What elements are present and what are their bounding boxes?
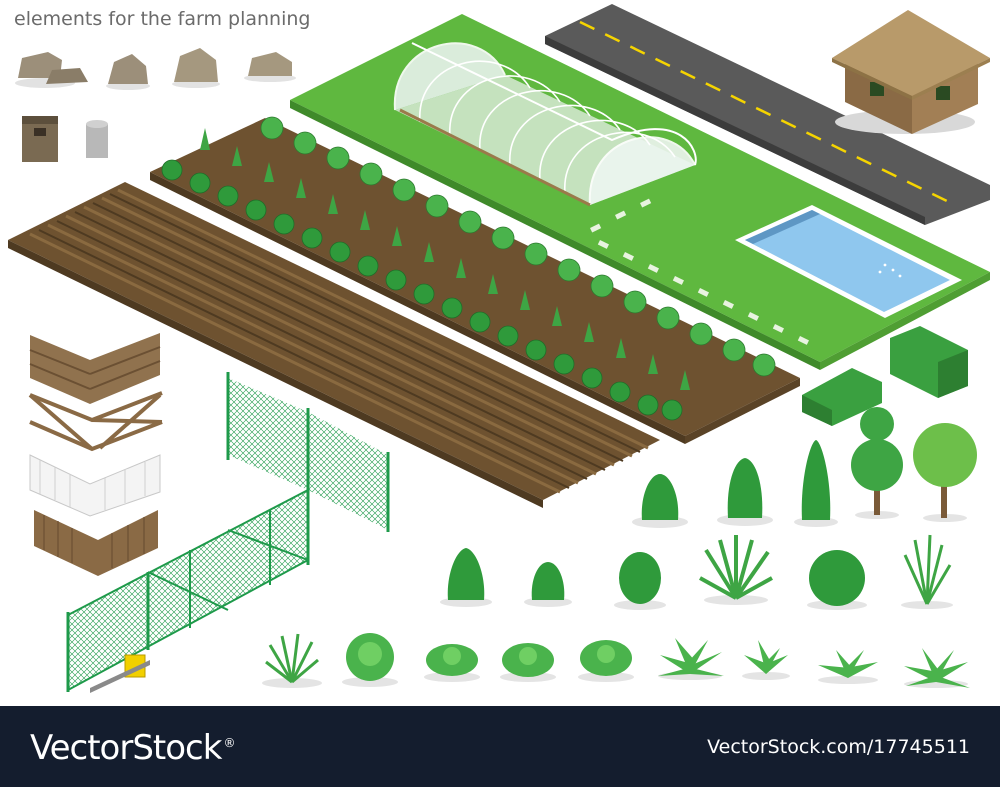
image-url[interactable]: VectorStock.com/17745511 (707, 736, 970, 758)
bush-1 (440, 548, 492, 607)
bush-2 (524, 562, 572, 607)
cross-rail-fence (28, 391, 163, 452)
cabbage-2 (424, 644, 480, 682)
round-bush (807, 550, 867, 610)
logo-text: VectorStock (30, 728, 222, 768)
footer-bar: VectorStock® VectorStock.com/17745511 (0, 706, 1000, 787)
greenhouse (393, 42, 697, 207)
topiary-tree (851, 407, 903, 519)
vectorstock-logo[interactable]: VectorStock® (30, 728, 235, 768)
aloe-3 (818, 650, 878, 684)
cypress (794, 440, 838, 527)
round-bush (614, 552, 666, 610)
white-picket-fence (29, 454, 161, 517)
round-shrub (632, 474, 688, 528)
cone-shrub (717, 458, 773, 526)
green-mesh-fence-with-sliding-gate (66, 372, 390, 693)
cabbage-3 (500, 643, 556, 682)
registered-mark: ® (223, 735, 235, 750)
rocks (15, 48, 296, 90)
page-title: elements for the farm planning (14, 8, 311, 30)
flowering-grass (262, 633, 322, 688)
leafy-tree (913, 423, 977, 522)
garden-bed (150, 116, 800, 444)
scene (8, 4, 990, 693)
aloe-1 (658, 638, 724, 680)
tall-grass (901, 534, 953, 609)
cabbage-4 (578, 640, 634, 682)
hedge-small (802, 368, 882, 426)
swimming-pool (735, 205, 962, 318)
metal-trash-can (86, 120, 108, 158)
brown-picket-fence (34, 510, 158, 576)
cabbage-1 (342, 633, 398, 687)
wooden-rail-fence (29, 333, 161, 404)
wooden-trash-bin (22, 116, 58, 162)
hedge-large (890, 326, 968, 398)
plowed-field (8, 182, 660, 508)
aloe-2 (742, 640, 790, 680)
road (545, 4, 990, 225)
grass-tuft (699, 535, 773, 605)
aloe-4 (904, 648, 970, 688)
thatched-hut (832, 10, 990, 134)
